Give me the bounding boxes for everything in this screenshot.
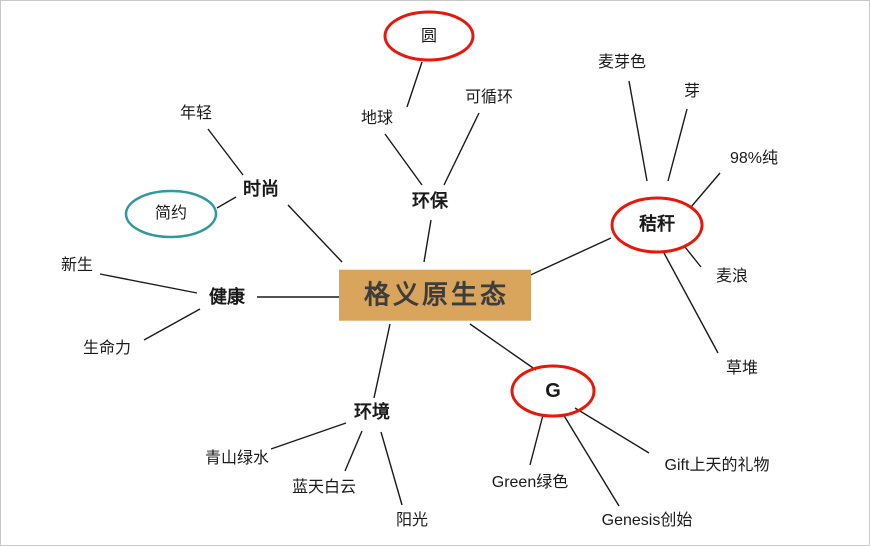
node-round: 圆 bbox=[420, 28, 438, 46]
connector-line bbox=[380, 431, 403, 506]
connector-line bbox=[143, 308, 201, 341]
connector-line bbox=[562, 413, 620, 507]
connector-line bbox=[663, 252, 719, 354]
connector-line bbox=[443, 112, 480, 186]
node-green: Green绿色 bbox=[491, 474, 569, 492]
node-recyclable: 可循环 bbox=[464, 89, 514, 107]
node-gift: Gift上天的礼物 bbox=[664, 457, 770, 475]
node-straw: 秸秆 bbox=[639, 214, 675, 235]
node-fashion: 时尚 bbox=[243, 179, 279, 200]
node-environment: 环境 bbox=[354, 402, 390, 423]
node-green-mountains: 青山绿水 bbox=[204, 450, 270, 468]
node-eco: 环保 bbox=[412, 191, 448, 212]
node-newborn: 新生 bbox=[60, 257, 94, 275]
connector-line bbox=[406, 61, 423, 108]
connector-line bbox=[628, 80, 648, 182]
node-center: 格义原生态 bbox=[338, 269, 532, 321]
connector-line bbox=[469, 323, 537, 371]
node-haystack: 草堆 bbox=[725, 360, 759, 378]
node-young: 年轻 bbox=[179, 105, 213, 123]
connector-line bbox=[690, 172, 721, 208]
connector-line bbox=[207, 128, 244, 176]
highlight-ellipse-straw bbox=[610, 196, 704, 254]
connector-line bbox=[574, 407, 650, 454]
connector-line bbox=[216, 196, 237, 209]
node-blue-sky: 蓝天白云 bbox=[291, 479, 357, 497]
node-health: 健康 bbox=[209, 287, 245, 308]
node-pure: 98%纯 bbox=[729, 150, 779, 168]
connector-line bbox=[99, 273, 198, 294]
connector-line bbox=[270, 422, 347, 450]
node-genesis: Genesis创始 bbox=[601, 512, 693, 530]
connector-line bbox=[684, 246, 702, 268]
highlight-ellipse-g bbox=[510, 364, 596, 418]
node-malt-color: 麦芽色 bbox=[597, 54, 647, 72]
node-vitality: 生命力 bbox=[82, 340, 132, 358]
connector-line bbox=[529, 414, 544, 466]
node-simple: 简约 bbox=[154, 205, 188, 223]
node-bud: 芽 bbox=[683, 83, 701, 101]
connector-line bbox=[373, 323, 391, 399]
node-earth: 地球 bbox=[360, 110, 394, 128]
highlight-ellipse-simple bbox=[124, 189, 218, 239]
node-g: G bbox=[545, 380, 561, 402]
connector-line bbox=[523, 237, 612, 279]
node-sunshine: 阳光 bbox=[395, 512, 429, 530]
connector-line bbox=[384, 133, 423, 186]
connector-line bbox=[423, 219, 432, 263]
connector-line bbox=[344, 430, 363, 472]
highlight-ellipse-round bbox=[383, 10, 475, 62]
connector-line bbox=[667, 108, 688, 182]
node-wheat-wave: 麦浪 bbox=[715, 268, 749, 286]
connector-line bbox=[287, 204, 343, 263]
